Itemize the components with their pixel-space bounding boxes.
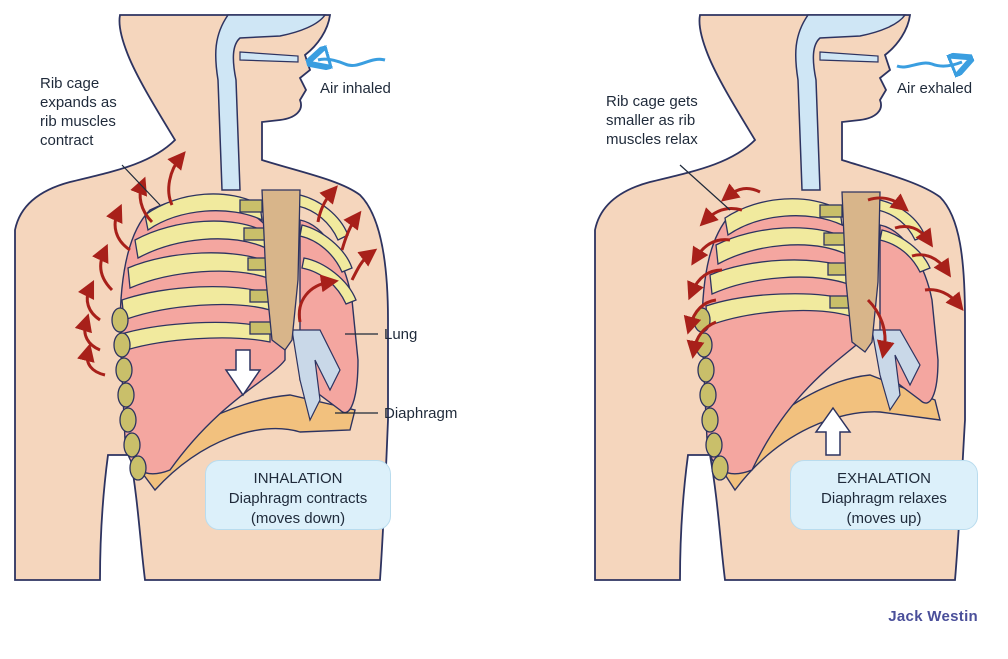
rib-expansion-arrows <box>74 151 378 377</box>
exhalation-line1: Diaphragm relaxes <box>821 490 947 507</box>
sternum-right <box>841 191 881 353</box>
rib-cage-smaller-label: Rib cage gets smaller as rib muscles rel… <box>606 93 698 148</box>
air-inhaled-label: Air inhaled <box>320 80 391 97</box>
rib-contraction-arrows <box>683 183 964 359</box>
airway-right <box>794 14 907 191</box>
air-exhaled-label: Air exhaled <box>897 80 973 97</box>
inhalation-line1: Diaphragm contracts <box>228 490 368 507</box>
inhalation-info-box: INHALATION Diaphragm contracts (moves do… <box>205 460 391 530</box>
exhalation-title: EXHALATION <box>837 470 931 487</box>
air-exhaled-arrow <box>896 62 962 67</box>
inhalation-title: INHALATION <box>253 470 343 487</box>
brand-logo-text: Jack Westin <box>888 608 978 625</box>
exhalation-figure <box>594 14 965 581</box>
rib-cage-left <box>111 193 357 481</box>
exhalation-info-box: EXHALATION Diaphragm relaxes (moves up) <box>790 460 978 530</box>
airway-left <box>214 14 327 191</box>
lung-label: Lung <box>384 326 418 343</box>
rib-label-leader-right <box>679 164 731 211</box>
mouth-cavity-right <box>819 51 879 63</box>
diaphragm-down-arrow <box>224 349 262 397</box>
diaphragm-up-arrow <box>814 406 852 456</box>
inhalation-line2: (moves down) <box>250 510 346 527</box>
exhalation-line2: (moves up) <box>846 510 922 527</box>
diaphragm-label: Diaphragm <box>384 405 458 422</box>
air-inhaled-arrow <box>318 59 386 65</box>
sternum-left <box>261 189 301 351</box>
rib-label-leader-left <box>121 164 161 206</box>
inhalation-figure <box>14 14 389 581</box>
mouth-cavity-left <box>239 51 299 63</box>
bronchi-left <box>291 329 341 422</box>
rib-cage-expands-label: Rib cage expands as rib muscles contract <box>40 75 117 149</box>
